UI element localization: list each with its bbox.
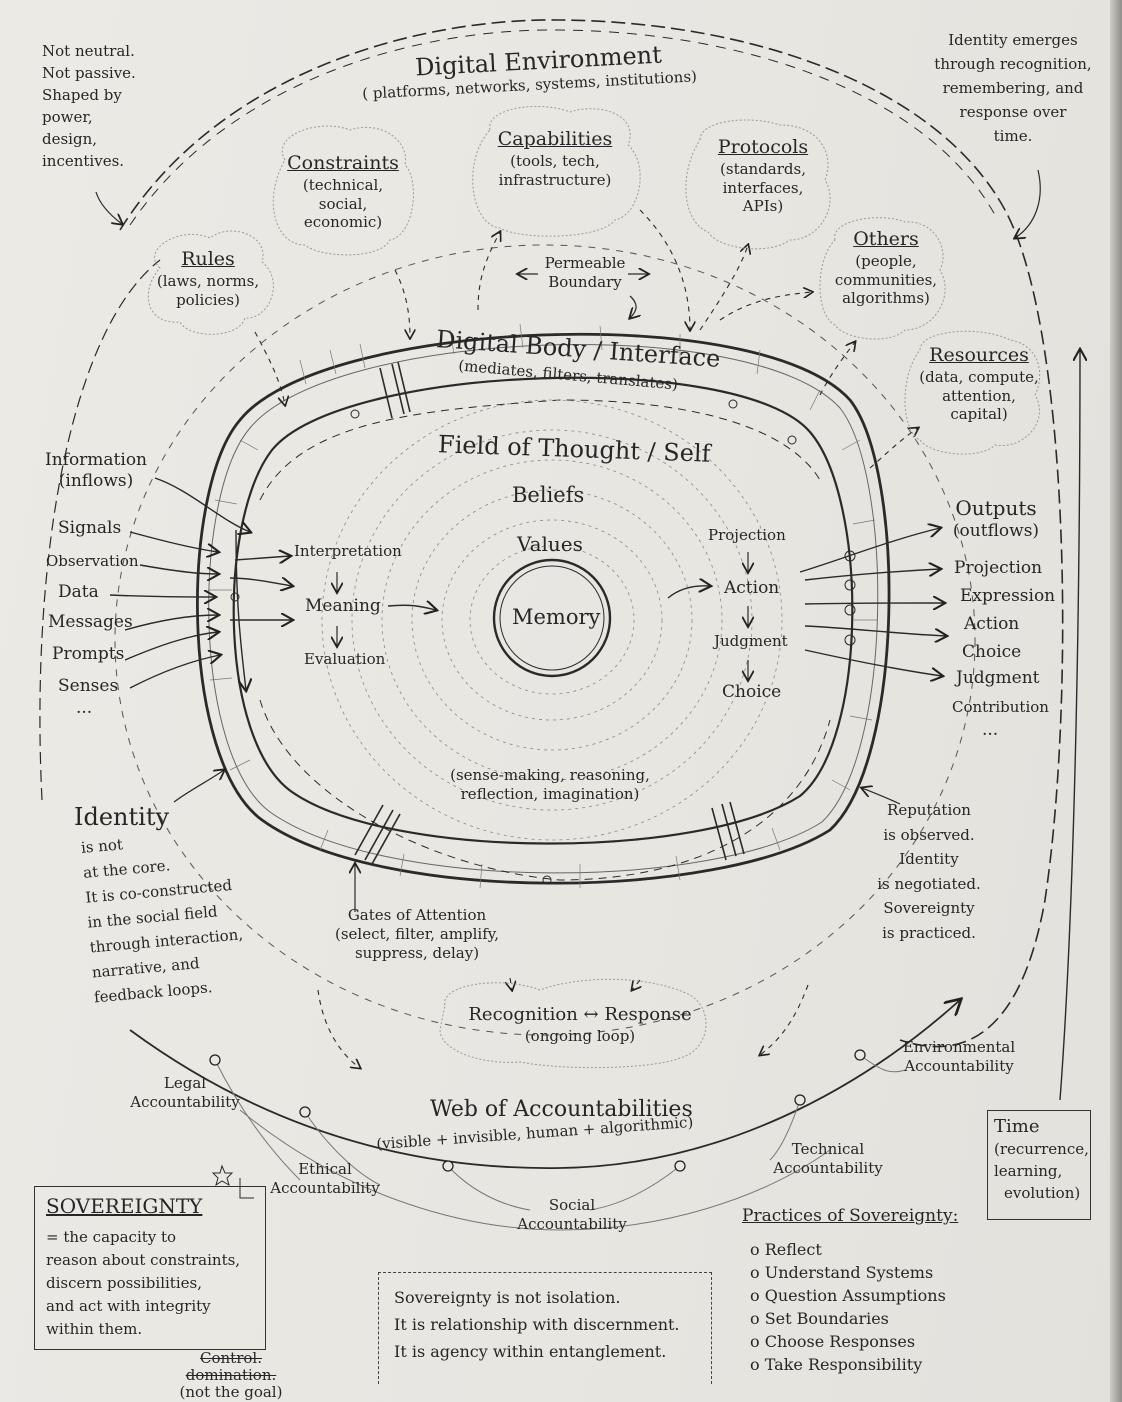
digital-body-ring — [196, 332, 891, 885]
web-title: Web of Accountabilities — [430, 1097, 693, 1122]
quote-box-top-rule — [378, 1272, 712, 1273]
projection-inner-label: Projection — [708, 526, 786, 544]
outflow-action: Action — [964, 614, 1020, 634]
permeable-boundary — [114, 244, 976, 1036]
note-not-neutral: Not neutral.Not passive.Shaped by power,… — [42, 42, 136, 170]
not-the-goal-note: Control. domination. (not the goal) — [179, 1349, 283, 1401]
practice-choose-responses: Choose Responses — [750, 1330, 946, 1353]
cloud-constraints-text: Constraints (technical,social,economic) — [287, 152, 399, 232]
practices-list: Reflect Understand Systems Question Assu… — [750, 1238, 946, 1376]
cloud-capabilities-text: Capabilities (tools, tech,infrastructure… — [497, 128, 613, 189]
cloud-rules-text: Rules (laws, norms,policies) — [156, 248, 260, 309]
cloud-recognition — [439, 978, 707, 1069]
judgment-inner-label: Judgment — [714, 632, 788, 650]
inflow-prompts: Prompts — [52, 644, 125, 664]
page-edge-shadow — [1110, 0, 1122, 1402]
memory-core — [492, 558, 612, 678]
cloud-resources-text: Resources (data, compute,attention,capit… — [919, 344, 1039, 424]
practice-understand-systems: Understand Systems — [750, 1261, 946, 1284]
gates-of-attention: Gates of Attention(select, filter, ampli… — [335, 906, 499, 962]
inflow-observation: Observation — [46, 552, 139, 570]
cloud-resources — [904, 330, 1041, 455]
action-inner-label: Action — [724, 578, 780, 598]
gate-bottom-left — [354, 804, 401, 865]
cloud-protocols-text: Protocols (standards,interfaces,APIs) — [717, 136, 809, 216]
accountability-arc — [129, 1000, 960, 1169]
inflows-header: Information(inflows) — [44, 450, 148, 492]
inflow-messages: Messages — [48, 612, 133, 632]
evaluation-label: Evaluation — [304, 650, 386, 668]
time-box — [987, 1110, 1091, 1220]
cloud-others — [819, 217, 946, 340]
inflow-data: Data — [58, 582, 99, 602]
memory-label: Memory — [512, 605, 601, 629]
sovereignty-box — [34, 1186, 266, 1350]
inflow-signals: Signals — [58, 518, 122, 538]
field-process: (sense-making, reasoning,reflection, ima… — [450, 766, 650, 803]
outflow-projection: Projection — [954, 558, 1043, 578]
beliefs-label: Beliefs — [512, 483, 585, 507]
cloud-others-text: Others (people,communities,algorithms) — [834, 228, 938, 308]
outflows-header: Outputs(outflows) — [952, 496, 1040, 541]
meaning-label: Meaning — [305, 596, 381, 616]
outflow-choice: Choice — [962, 642, 1022, 662]
cloud-protocols — [685, 119, 831, 250]
time-text: Time(recurrence,learning,evolution) — [994, 1116, 1089, 1202]
gate-bottom-right — [711, 801, 745, 861]
practice-set-boundaries: Set Boundaries — [750, 1307, 946, 1330]
sovereignty-title: SOVEREIGNTY — [46, 1194, 203, 1218]
interpretation-label: Interpretation — [294, 542, 402, 560]
choice-inner-label: Choice — [722, 682, 782, 702]
practice-take-responsibility: Take Responsibility — [750, 1353, 946, 1376]
outflow-contribution: Contribution — [952, 698, 1049, 716]
recognition-loop: Recognition ↔ Response (ongoing loop) — [468, 1004, 692, 1045]
inflow-more: ... — [76, 698, 93, 718]
environment-inner-boundary — [39, 259, 161, 801]
inflow-senses: Senses — [58, 676, 119, 696]
quote-box — [378, 1272, 712, 1384]
gate-top — [379, 361, 411, 419]
practice-reflect: Reflect — [750, 1238, 946, 1261]
quote-text: Sovereignty is not isolation.It is relat… — [394, 1288, 680, 1361]
practice-question-assumptions: Question Assumptions — [750, 1284, 946, 1307]
practices-title: Practices of Sovereignty: — [742, 1206, 959, 1226]
outflow-judgment: Judgment — [956, 668, 1040, 688]
cloud-capabilities — [472, 106, 641, 237]
values-label: Values — [517, 532, 583, 556]
identity-title: Identity — [74, 803, 170, 831]
cloud-constraints — [272, 125, 414, 256]
outflow-expression: Expression — [960, 586, 1056, 606]
environment-boundary — [119, 19, 1064, 1048]
outflow-more: ... — [982, 720, 999, 740]
